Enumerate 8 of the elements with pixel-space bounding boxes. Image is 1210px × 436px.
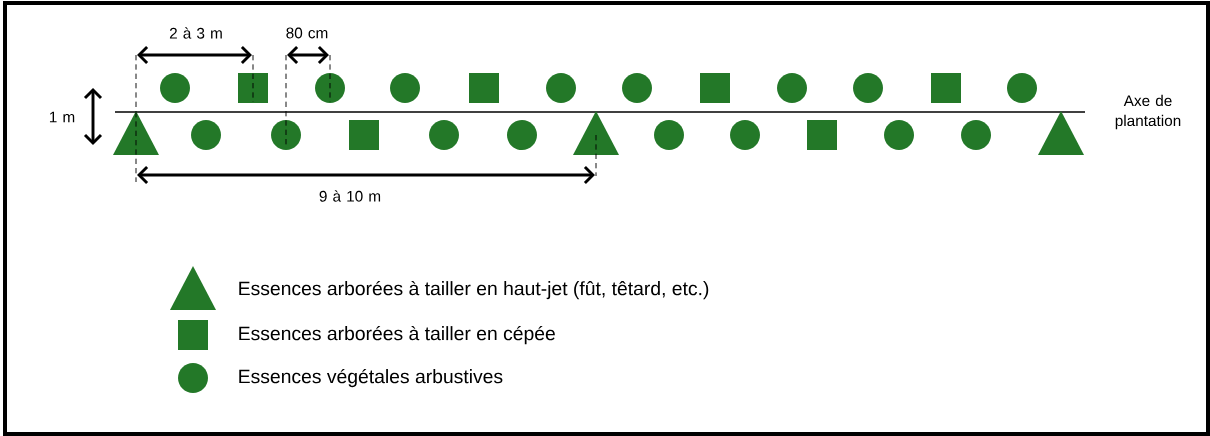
- legend-text: Essences arborées à tailler en cépée: [239, 325, 555, 345]
- dimension-label: 80 cm: [286, 27, 328, 39]
- legend-text: Essences végétales arbustives: [239, 368, 503, 388]
- dimension-label: 1 m: [49, 111, 75, 123]
- dimension-label: 2 à 3 m: [169, 27, 222, 39]
- axis-label: Axe de plantation: [1115, 94, 1181, 130]
- legend-text: Essences arborées à tailler en haut-jet (fût, têtard, etc.): [239, 280, 709, 300]
- dimension-label: 9 à 10 m: [319, 190, 381, 202]
